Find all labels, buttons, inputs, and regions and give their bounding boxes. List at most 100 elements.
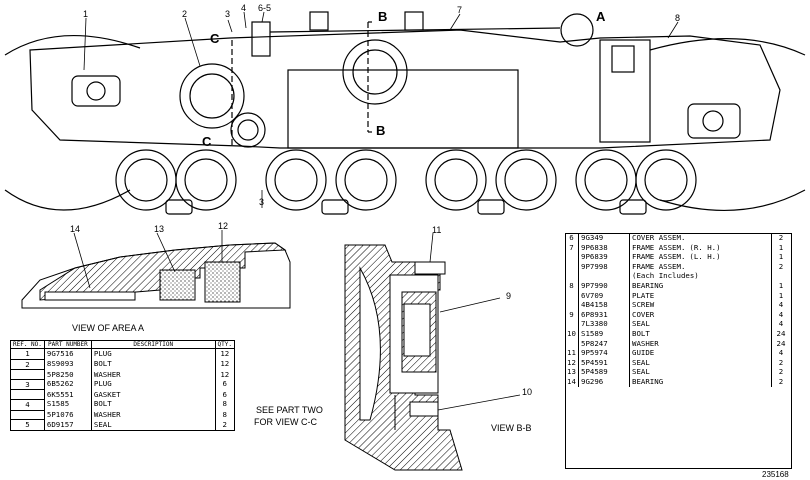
part-description-cell: BOLT (630, 329, 772, 339)
part-description-cell: (Each Includes) (630, 271, 772, 281)
ref-number: 8 (565, 280, 579, 291)
part-description-cell: SCREW (630, 300, 772, 310)
part-number: 6V709 (578, 290, 630, 301)
part-quantity: 2 (214, 419, 236, 431)
part-description: SEAL (632, 357, 650, 367)
part-description: FRAME ASSEM. (632, 252, 686, 262)
ref-number: 7 (565, 242, 579, 253)
part-quantity: 24 (771, 338, 790, 349)
part-number (578, 271, 630, 281)
part-description-cell: GUIDE (630, 348, 772, 358)
ref-number: 6 (565, 233, 579, 243)
section-c-bottom: C (202, 134, 212, 149)
ref-number (10, 369, 45, 380)
part-number: 6D9157 (43, 419, 92, 431)
part-number: 9G296 (578, 376, 630, 387)
part-description: WASHER (632, 338, 659, 348)
part-description: PLATE (632, 290, 655, 300)
ref-number (565, 290, 579, 301)
section-c-top: C (210, 31, 220, 46)
part-description-cell: SEAL (630, 319, 772, 329)
part-description: FRAME ASSEM. (632, 242, 686, 252)
callout-14: 14 (70, 224, 81, 234)
header-desc: DESCRIPTION (90, 340, 216, 349)
part-description-cell: FRAME ASSEM. (630, 262, 772, 272)
ref-number (565, 271, 579, 281)
part-number: 5P1076 (43, 410, 92, 420)
part-description: BOLT (632, 328, 650, 338)
part-number: 9P7998 (578, 261, 630, 272)
ref-number: 13 (565, 367, 579, 377)
part-quantity: 12 (214, 369, 236, 380)
part-description: GASKET (90, 389, 216, 400)
part-quantity: 12 (214, 348, 236, 360)
ref-number: 3 (10, 379, 45, 391)
part-description: BOLT (90, 359, 216, 370)
part-description-cell: BEARING (630, 377, 772, 387)
part-description: FRAME ASSEM. (632, 261, 686, 271)
part-number: S1585 (43, 399, 92, 411)
ref-number: 2 (10, 359, 45, 371)
part-number: 9G349 (578, 233, 630, 243)
callout-7: 7 (457, 5, 463, 15)
part-number: 5P8250 (43, 369, 92, 380)
table-row: (Each Includes) (565, 271, 790, 281)
callout-11: 11 (432, 225, 442, 235)
part-quantity: 4 (771, 300, 790, 310)
part-quantity: 4 (771, 309, 790, 320)
callout-leaders (83, 11, 679, 208)
part-description-cell: PLATE (630, 291, 772, 301)
section-b-top: B (378, 9, 388, 24)
part-description: SEAL (632, 319, 650, 329)
header-part: PART NUMBER (43, 340, 92, 349)
part-description: BEARING (632, 376, 664, 386)
part-number: 9P7990 (578, 280, 630, 291)
part-description: BOLT (90, 399, 216, 411)
part-quantity: 1 (771, 290, 790, 301)
part-quantity: 12 (214, 359, 236, 370)
part-number: S1589 (578, 328, 630, 339)
ref-number (565, 300, 579, 310)
part-quantity: 2 (771, 367, 790, 377)
callout-1: 1 (83, 9, 89, 19)
part-description-cell: COVER ASSEM. (630, 233, 772, 243)
ref-number (10, 389, 45, 400)
part-number: 5P4591 (578, 357, 630, 368)
part-number: 9G7516 (43, 348, 92, 360)
ref-number (565, 338, 579, 349)
callout-8: 8 (675, 13, 681, 23)
part-description: BEARING (632, 280, 664, 290)
part-description-cell: SEAL (630, 367, 772, 377)
section-b-bottom: B (376, 123, 386, 138)
callout-12: 12 (218, 221, 229, 231)
part-number: 9P6838 (578, 242, 630, 253)
ref-number: 9 (565, 309, 579, 320)
part-quantity: 1 (771, 242, 790, 253)
part-description-cell: FRAME ASSEM.(R. H.) (630, 243, 772, 253)
part-number: 6P8931 (578, 309, 630, 320)
part-note: (R. H.) (689, 242, 721, 252)
view-bb-caption: VIEW B-B (491, 423, 532, 433)
part-quantity (771, 271, 790, 281)
part-number: 5P8247 (578, 338, 630, 349)
part-description-cell: COVER (630, 310, 772, 320)
section-lines (231, 21, 372, 146)
part-number: 6K5551 (43, 389, 92, 400)
part-number: 9P6839 (578, 252, 630, 262)
part-description-cell: BEARING (630, 281, 772, 291)
ref-number: 5 (10, 419, 45, 431)
view-bb (344, 232, 521, 471)
